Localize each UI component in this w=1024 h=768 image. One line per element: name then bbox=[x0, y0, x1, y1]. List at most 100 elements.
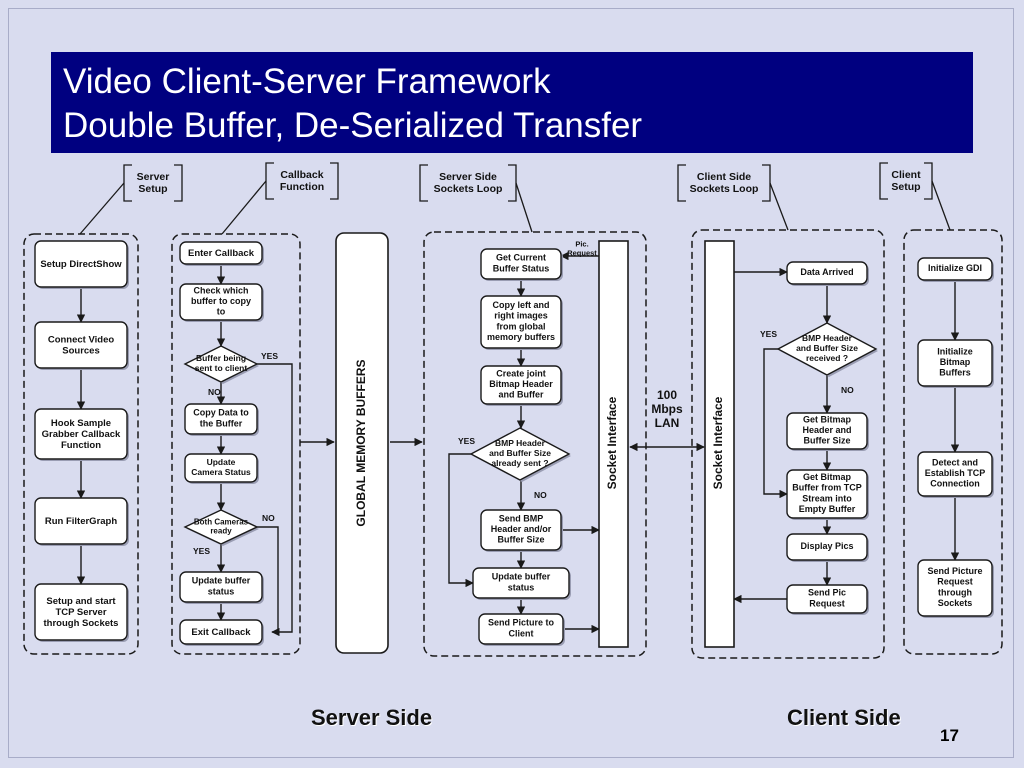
cb-no-label: NO bbox=[208, 387, 221, 397]
client-setup-group bbox=[903, 229, 1003, 655]
cl-data-arrived-label: Data Arrived bbox=[800, 267, 853, 277]
client-setup-step-1: Initialize GDI bbox=[917, 257, 994, 282]
slide-title: Video Client-Server Framework Double Buf… bbox=[51, 52, 973, 153]
page-number: 17 bbox=[940, 726, 959, 745]
cl-yes-label: YES bbox=[760, 329, 777, 339]
cb-yes-path bbox=[257, 363, 293, 637]
footer-server-side: Server Side bbox=[311, 705, 433, 730]
server-socket-interface-label: Socket Interface bbox=[605, 396, 619, 489]
cb-exit-label: Exit Callback bbox=[191, 627, 251, 638]
sl-yes-label: YES bbox=[458, 436, 475, 446]
sl-no-label: NO bbox=[534, 490, 547, 500]
client-socket-interface-label: Socket Interface bbox=[711, 396, 725, 489]
client-socket-interface: Socket Interface bbox=[704, 240, 735, 648]
cl-display: Display Pics bbox=[786, 533, 869, 562]
server-setup-group bbox=[23, 233, 139, 655]
cb-enter-label: Enter Callback bbox=[188, 248, 255, 259]
client-setup-step-1-label: Initialize GDI bbox=[928, 263, 982, 273]
pic-request-text: Pic.Request bbox=[567, 240, 597, 258]
server-socket-interface: Socket Interface bbox=[598, 240, 629, 648]
title-line-1: Video Client-Server Framework bbox=[63, 62, 551, 101]
slide-border bbox=[8, 8, 1014, 758]
cl-no-label: NO bbox=[841, 385, 854, 395]
title-line-2: Double Buffer, De-Serialized Transfer bbox=[63, 106, 643, 145]
pic-request-label: Pic.Request bbox=[567, 240, 597, 258]
cl-display-label: Display Pics bbox=[800, 541, 853, 551]
server-setup-step-1: Setup DirectShow bbox=[34, 240, 129, 289]
sl-yes-path bbox=[448, 453, 474, 588]
cl-yes-path bbox=[763, 348, 788, 499]
server-setup-step-1-label: Setup DirectShow bbox=[40, 259, 122, 270]
cb-ready-no-label: NO bbox=[262, 513, 275, 523]
cb-enter: Enter Callback bbox=[179, 241, 264, 266]
footer-client-side: Client Side bbox=[787, 705, 901, 730]
cb-yes-label: YES bbox=[261, 351, 278, 361]
global-memory-label: GLOBAL MEMORY BUFFERS bbox=[354, 359, 368, 526]
global-memory-buffers: GLOBAL MEMORY BUFFERS bbox=[335, 232, 389, 654]
cb-no-path bbox=[257, 526, 279, 632]
callback-group bbox=[171, 233, 301, 655]
cb-exit: Exit Callback bbox=[179, 619, 264, 646]
server-setup-step-4: Run FilterGraph bbox=[34, 497, 129, 546]
cl-data-arrived: Data Arrived bbox=[786, 261, 869, 286]
cb-ready-yes-label: YES bbox=[193, 546, 210, 556]
